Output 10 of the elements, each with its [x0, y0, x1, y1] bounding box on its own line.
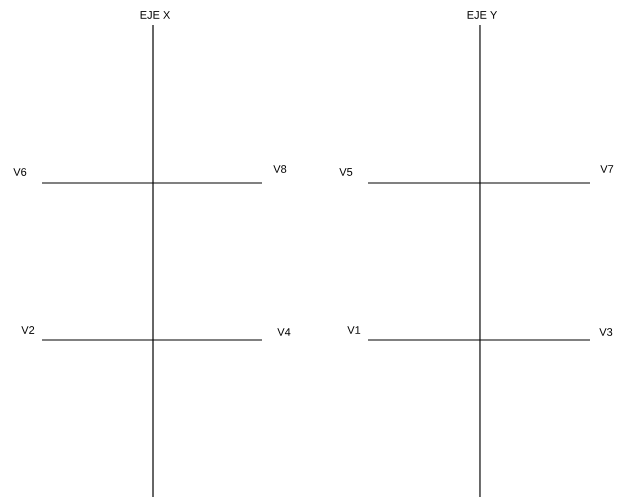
line-label: V1: [347, 326, 360, 334]
line-label: V6: [13, 168, 26, 176]
axis-label: EJE Y: [468, 11, 498, 19]
line-label: V8: [273, 165, 286, 173]
line-label: V4: [277, 328, 290, 336]
line-label: V3: [599, 328, 612, 336]
line-label: V7: [600, 165, 614, 173]
axis-label: EJE X: [140, 11, 170, 19]
line-label: V5: [339, 168, 352, 176]
line-label: V2: [21, 326, 34, 334]
